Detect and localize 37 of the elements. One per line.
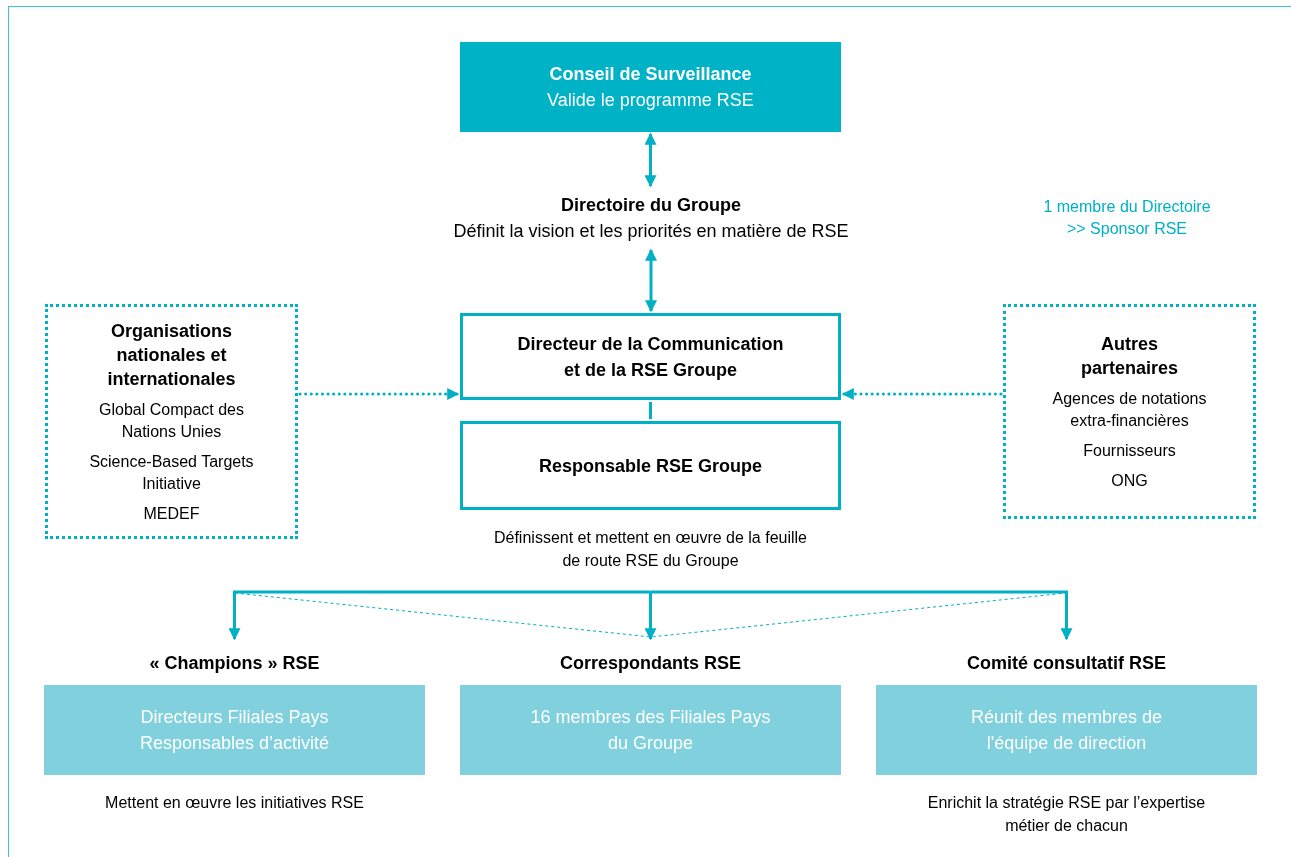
arrow	[644, 132, 657, 188]
arrow	[298, 388, 460, 400]
box-text: 16 membres des Filiales Pays du Groupe	[529, 706, 772, 755]
note-text: 1 membre du Directoire >> Sponsor RSE	[1042, 197, 1212, 239]
arrow	[644, 590, 657, 641]
process-box	[460, 421, 841, 510]
box-title: Autres partenaires	[1079, 332, 1180, 380]
box-text: Valide le programme RSE	[547, 89, 754, 112]
arrow	[228, 590, 651, 641]
box-title: Conseil de Surveillance	[549, 63, 752, 86]
caption-text: Définissent et mettent en œuvre de la feuille de route RSE du Groupe	[492, 528, 808, 571]
caption-text: Mettent en œuvre les initiatives RSE	[104, 793, 365, 813]
arrow	[645, 248, 657, 313]
group-heading: Correspondants RSE	[559, 651, 742, 675]
arrow	[841, 388, 1003, 400]
caption-text: Enrichit la stratégie RSE par l’expertise métier de chacun	[926, 793, 1207, 836]
list-item: ONG	[1110, 470, 1149, 491]
list-item: Global Compact des Nations Unies	[98, 399, 245, 442]
connector-line	[649, 402, 652, 419]
box-text: Directeurs Filiales Pays Responsables d’activité	[138, 706, 331, 755]
box-text: Réunit des membres de l'équipe de direction	[969, 706, 1164, 755]
group-heading: Comité consultatif RSE	[966, 651, 1167, 675]
description-text: Définit la vision et les priorités en matière de RSE	[453, 220, 849, 243]
heading-text: Directoire du Groupe	[561, 194, 741, 217]
box-title: Responsable RSE Groupe	[538, 454, 763, 478]
box-title: Organisations nationales et internationales	[106, 319, 237, 391]
partner-box	[45, 304, 298, 539]
box-title: Directeur de la Communication et de la RSE Groupe	[516, 332, 785, 382]
partner-box	[1003, 304, 1256, 519]
list-item: Agences de notations extra-financières	[1051, 388, 1208, 431]
arrow	[650, 590, 1073, 641]
process-box	[460, 313, 841, 400]
list-item: MEDEF	[142, 503, 201, 524]
group-heading: « Champions » RSE	[148, 651, 321, 675]
list-item: Science-Based Targets Initiative	[88, 451, 255, 494]
list-item: Fournisseurs	[1082, 440, 1177, 461]
process-box	[460, 42, 841, 132]
